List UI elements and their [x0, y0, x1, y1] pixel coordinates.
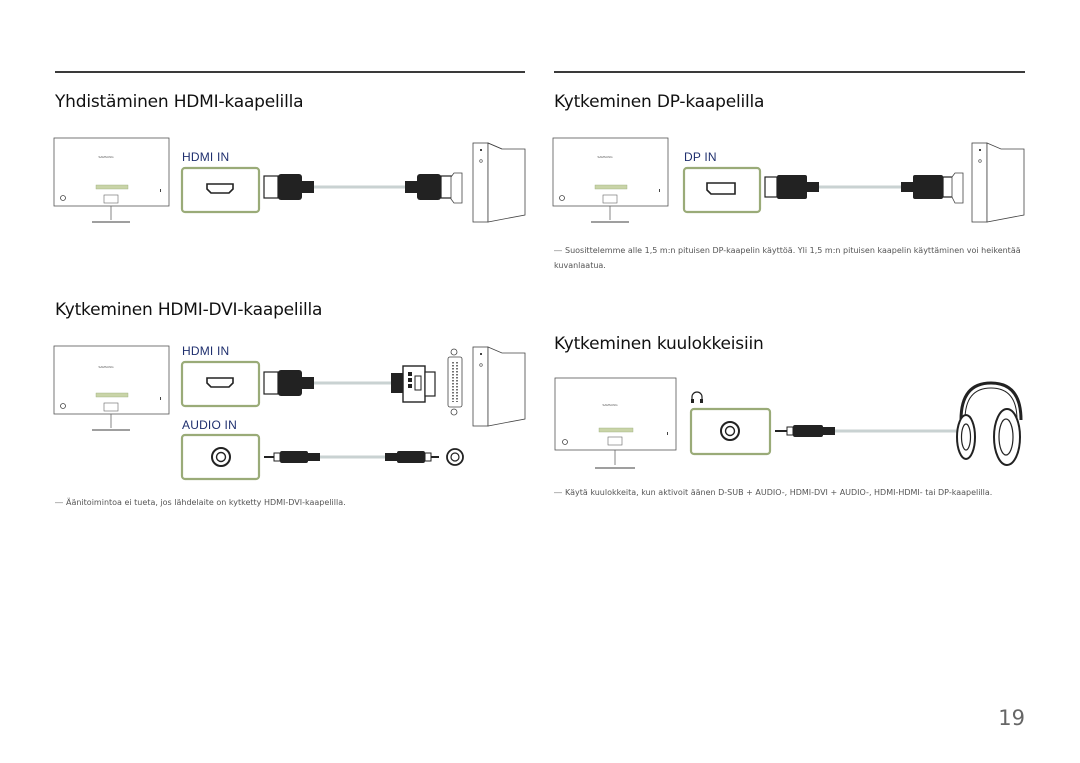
dp-note: ―Suosittelemme alle 1,5 m:n pituisen DP-…: [554, 243, 1024, 273]
audio-plug-left-icon: [264, 451, 320, 463]
heading-headphones: Kytkeminen kuulokkeisiin: [554, 334, 764, 354]
dvi-plug-icon: [391, 365, 436, 403]
dp-connection-diagram: SAMSUNG DP IN: [552, 137, 1025, 223]
pc-tower-icon: [971, 142, 1025, 223]
pc-dvi-port-icon: [447, 348, 463, 416]
pc-tower-icon: [472, 142, 526, 223]
dp-in-label: DP IN: [684, 150, 717, 164]
pc-tower-icon: [472, 346, 526, 427]
page-number: 19: [998, 706, 1025, 730]
hdmi-plug-right-icon: [405, 174, 454, 200]
hdmi-plug-icon: [263, 370, 314, 396]
monitor-brand: SAMSUNG: [597, 155, 613, 159]
monitor-rear-icon: SAMSUNG: [552, 137, 669, 223]
hdmi-port-icon: [206, 183, 234, 194]
section-divider-right: [554, 71, 1025, 73]
heading-dp: Kytkeminen DP-kaapelilla: [554, 92, 765, 112]
note-dash: ―: [55, 498, 63, 507]
headphone-plug-icon: [775, 425, 835, 437]
note-dash: ―: [554, 488, 562, 497]
heading-hdmi-dvi: Kytkeminen HDMI-DVI-kaapelilla: [55, 300, 323, 320]
hdmi-port-icon: [206, 377, 234, 388]
audio-plug-right-icon: [385, 451, 439, 463]
hdmi-dvi-note-text: Äänitoimintoa ei tueta, jos lähdelaite o…: [66, 498, 346, 507]
dp-port-icon: [706, 182, 736, 195]
audio-in-label: AUDIO IN: [182, 418, 237, 432]
monitor-rear-icon: SAMSUNG: [53, 345, 170, 431]
hdmi-dvi-connection-diagram: SAMSUNG HDMI IN AUDIO IN: [53, 344, 526, 481]
headphones-note-text: Käytä kuulokkeita, kun aktivoit äänen D-…: [565, 488, 993, 497]
note-dash: ―: [554, 246, 562, 255]
headphones-icon: [956, 381, 1023, 466]
dp-note-text: Suosittelemme alle 1,5 m:n pituisen DP-k…: [554, 246, 1021, 270]
monitor-rear-icon: SAMSUNG: [53, 137, 170, 223]
monitor-rear-icon: SAMSUNG: [554, 377, 677, 469]
monitor-brand: SAMSUNG: [98, 365, 114, 369]
headphones-note: ―Käytä kuulokkeita, kun aktivoit äänen D…: [554, 485, 994, 500]
pc-dp-port-icon: [951, 172, 964, 204]
hdmi-in-label: HDMI IN: [182, 150, 229, 164]
pc-audio-port-icon: [446, 448, 464, 466]
section-divider-left: [55, 71, 525, 73]
hdmi-connection-diagram: SAMSUNG HDMI IN: [53, 137, 526, 223]
monitor-brand: SAMSUNG: [98, 155, 114, 159]
monitor-brand: SAMSUNG: [602, 403, 618, 407]
pc-hdmi-port-icon: [450, 172, 463, 204]
hdmi-plug-left-icon: [263, 174, 314, 200]
hdmi-dvi-note: ―Äänitoimintoa ei tueta, jos lähdelaite …: [55, 495, 525, 510]
headphones-connection-diagram: SAMSUNG: [554, 377, 1023, 469]
dp-plug-right-icon: [901, 175, 954, 199]
dp-plug-left-icon: [764, 175, 819, 199]
headphone-symbol-icon: [691, 391, 703, 403]
heading-hdmi: Yhdistäminen HDMI-kaapelilla: [55, 92, 304, 112]
audio-jack-icon: [211, 447, 231, 467]
headphone-jack-icon: [720, 421, 740, 441]
hdmi-in-label: HDMI IN: [182, 344, 229, 358]
